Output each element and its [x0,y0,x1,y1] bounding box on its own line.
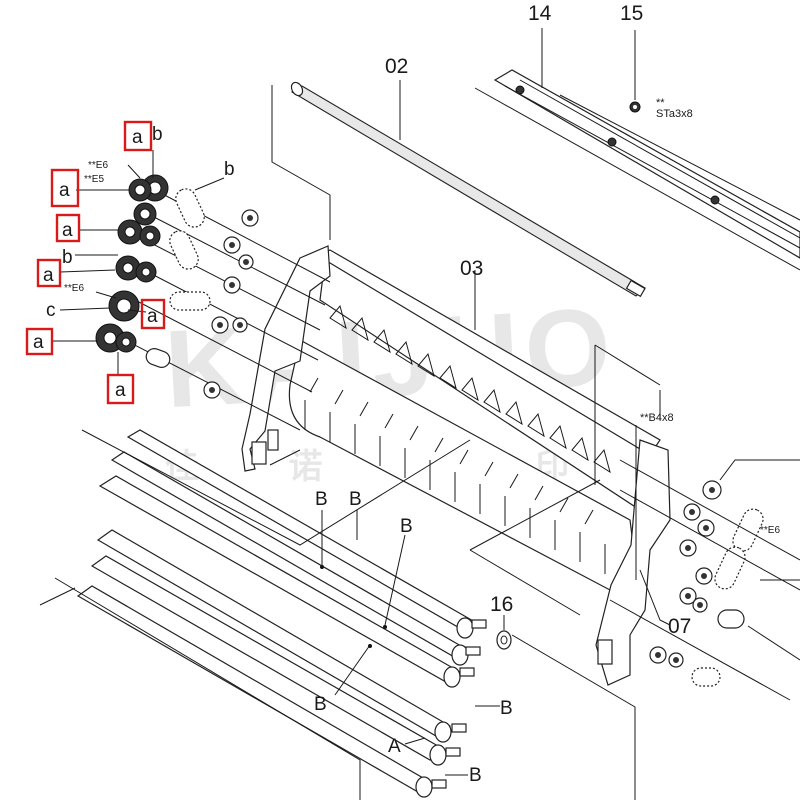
lower-rollers [39,429,636,800]
washer-16 [496,615,512,650]
letter-b-left: b [62,247,73,268]
roller-B4 [96,529,467,743]
gears [95,174,169,353]
screw-note-e6-left: **E6 [64,283,84,294]
roller-02 [271,80,646,298]
letter-B-2: B [349,489,362,510]
letter-B-6: B [469,765,482,786]
guide-rail-14 [474,28,800,271]
screw-note-e6-right: **E6 [760,525,780,536]
right-drive-parts [609,459,800,701]
letter-a-5: a [147,306,158,327]
screw-note-b4x8: **B4x8 [640,412,674,424]
part-number-16: 16 [490,593,513,616]
letter-B-4: B [314,694,327,715]
highlight-box-5 [140,298,166,330]
letter-b-belt: b [224,159,235,180]
roller-B2 [110,451,481,666]
part-number-14: 14 [528,2,552,25]
part-number-07: 07 [668,615,691,638]
left-gear-stack [52,150,331,431]
letter-a-7: a [115,380,126,401]
letter-a-3: a [62,220,73,241]
screw-note-e5: **E5 [84,174,104,185]
part-number-02: 02 [385,55,408,78]
letter-A: A [388,736,401,757]
highlight-boxes [25,120,166,405]
part-number-15: 15 [620,2,643,25]
roller-labels [320,510,500,776]
part-number-03: 03 [460,257,483,280]
roller-B1 [126,429,487,639]
letter-a-6: a [33,332,44,353]
screw-note-sta3x8-stars: ** [656,97,665,109]
letter-a-4: a [43,265,54,286]
guide-fins-upper [329,304,611,474]
letter-a-2: a [59,180,70,201]
highlight-box-2 [50,168,80,208]
roller-B3 [98,475,475,688]
timing-belts-left [145,188,211,368]
highlight-box-3 [55,213,81,243]
letter-B-1: B [315,489,328,510]
highlight-box-1 [123,120,153,152]
letter-b-gear: b [152,124,163,145]
highlight-box-7 [106,373,135,405]
highlight-box-4 [36,258,62,288]
letter-B-5: B [500,698,513,719]
roller-B5 [76,585,447,798]
screw-note-e6-top: **E6 [88,160,108,171]
timing-belts-right [691,508,764,687]
highlight-box-6 [25,327,54,356]
frame-assembly-03 [241,245,671,686]
roller-A [90,555,461,766]
screw-note-sta3x8: STa3x8 [656,108,693,120]
letter-B-3: B [400,516,413,537]
right-pulleys [649,480,722,668]
letter-a-1: a [132,127,143,148]
pulleys-left [203,209,259,399]
letter-c-left: c [46,300,56,321]
guide-fins-lower [304,377,606,574]
